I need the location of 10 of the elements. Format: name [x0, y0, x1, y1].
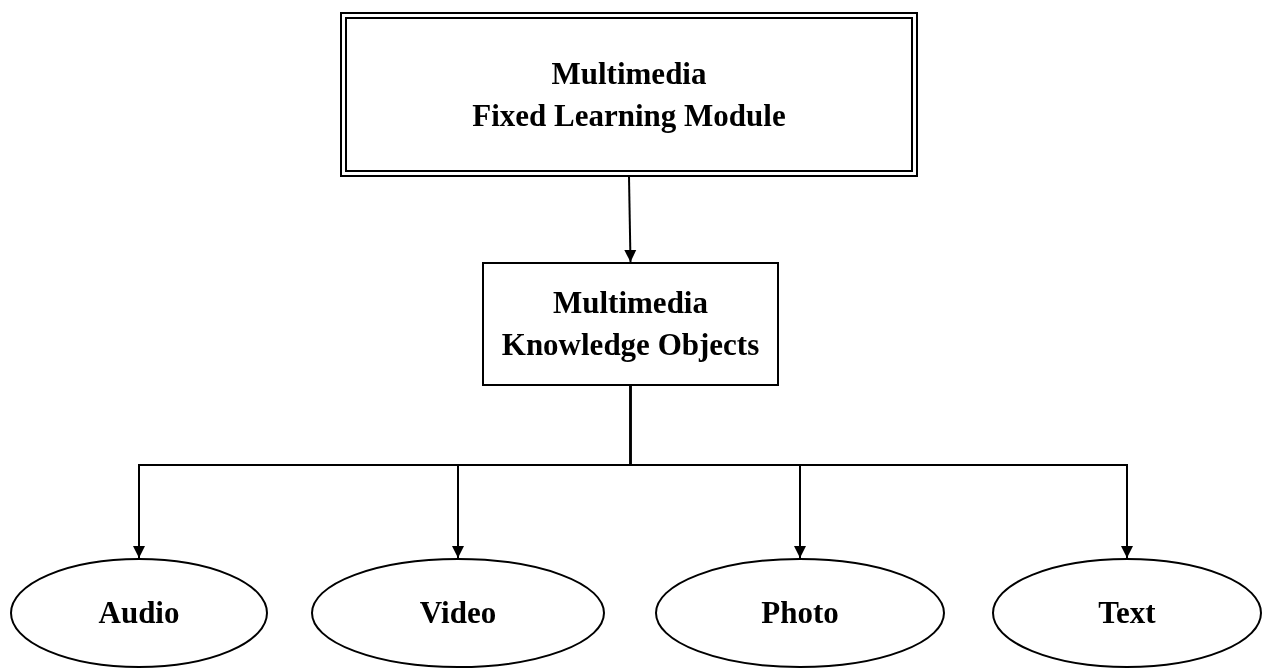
node-label: Multimedia [550, 54, 708, 93]
node-label: Video [418, 594, 498, 633]
node-label: Knowledge Objects [500, 326, 761, 364]
node-label: Fixed Learning Module [471, 96, 787, 135]
arrow [624, 176, 637, 263]
node-label: Text [1097, 594, 1157, 633]
arrow [629, 385, 1133, 559]
node-label: Audio [97, 594, 181, 633]
node-label: Photo [760, 594, 840, 633]
node-label: Multimedia [552, 284, 709, 323]
